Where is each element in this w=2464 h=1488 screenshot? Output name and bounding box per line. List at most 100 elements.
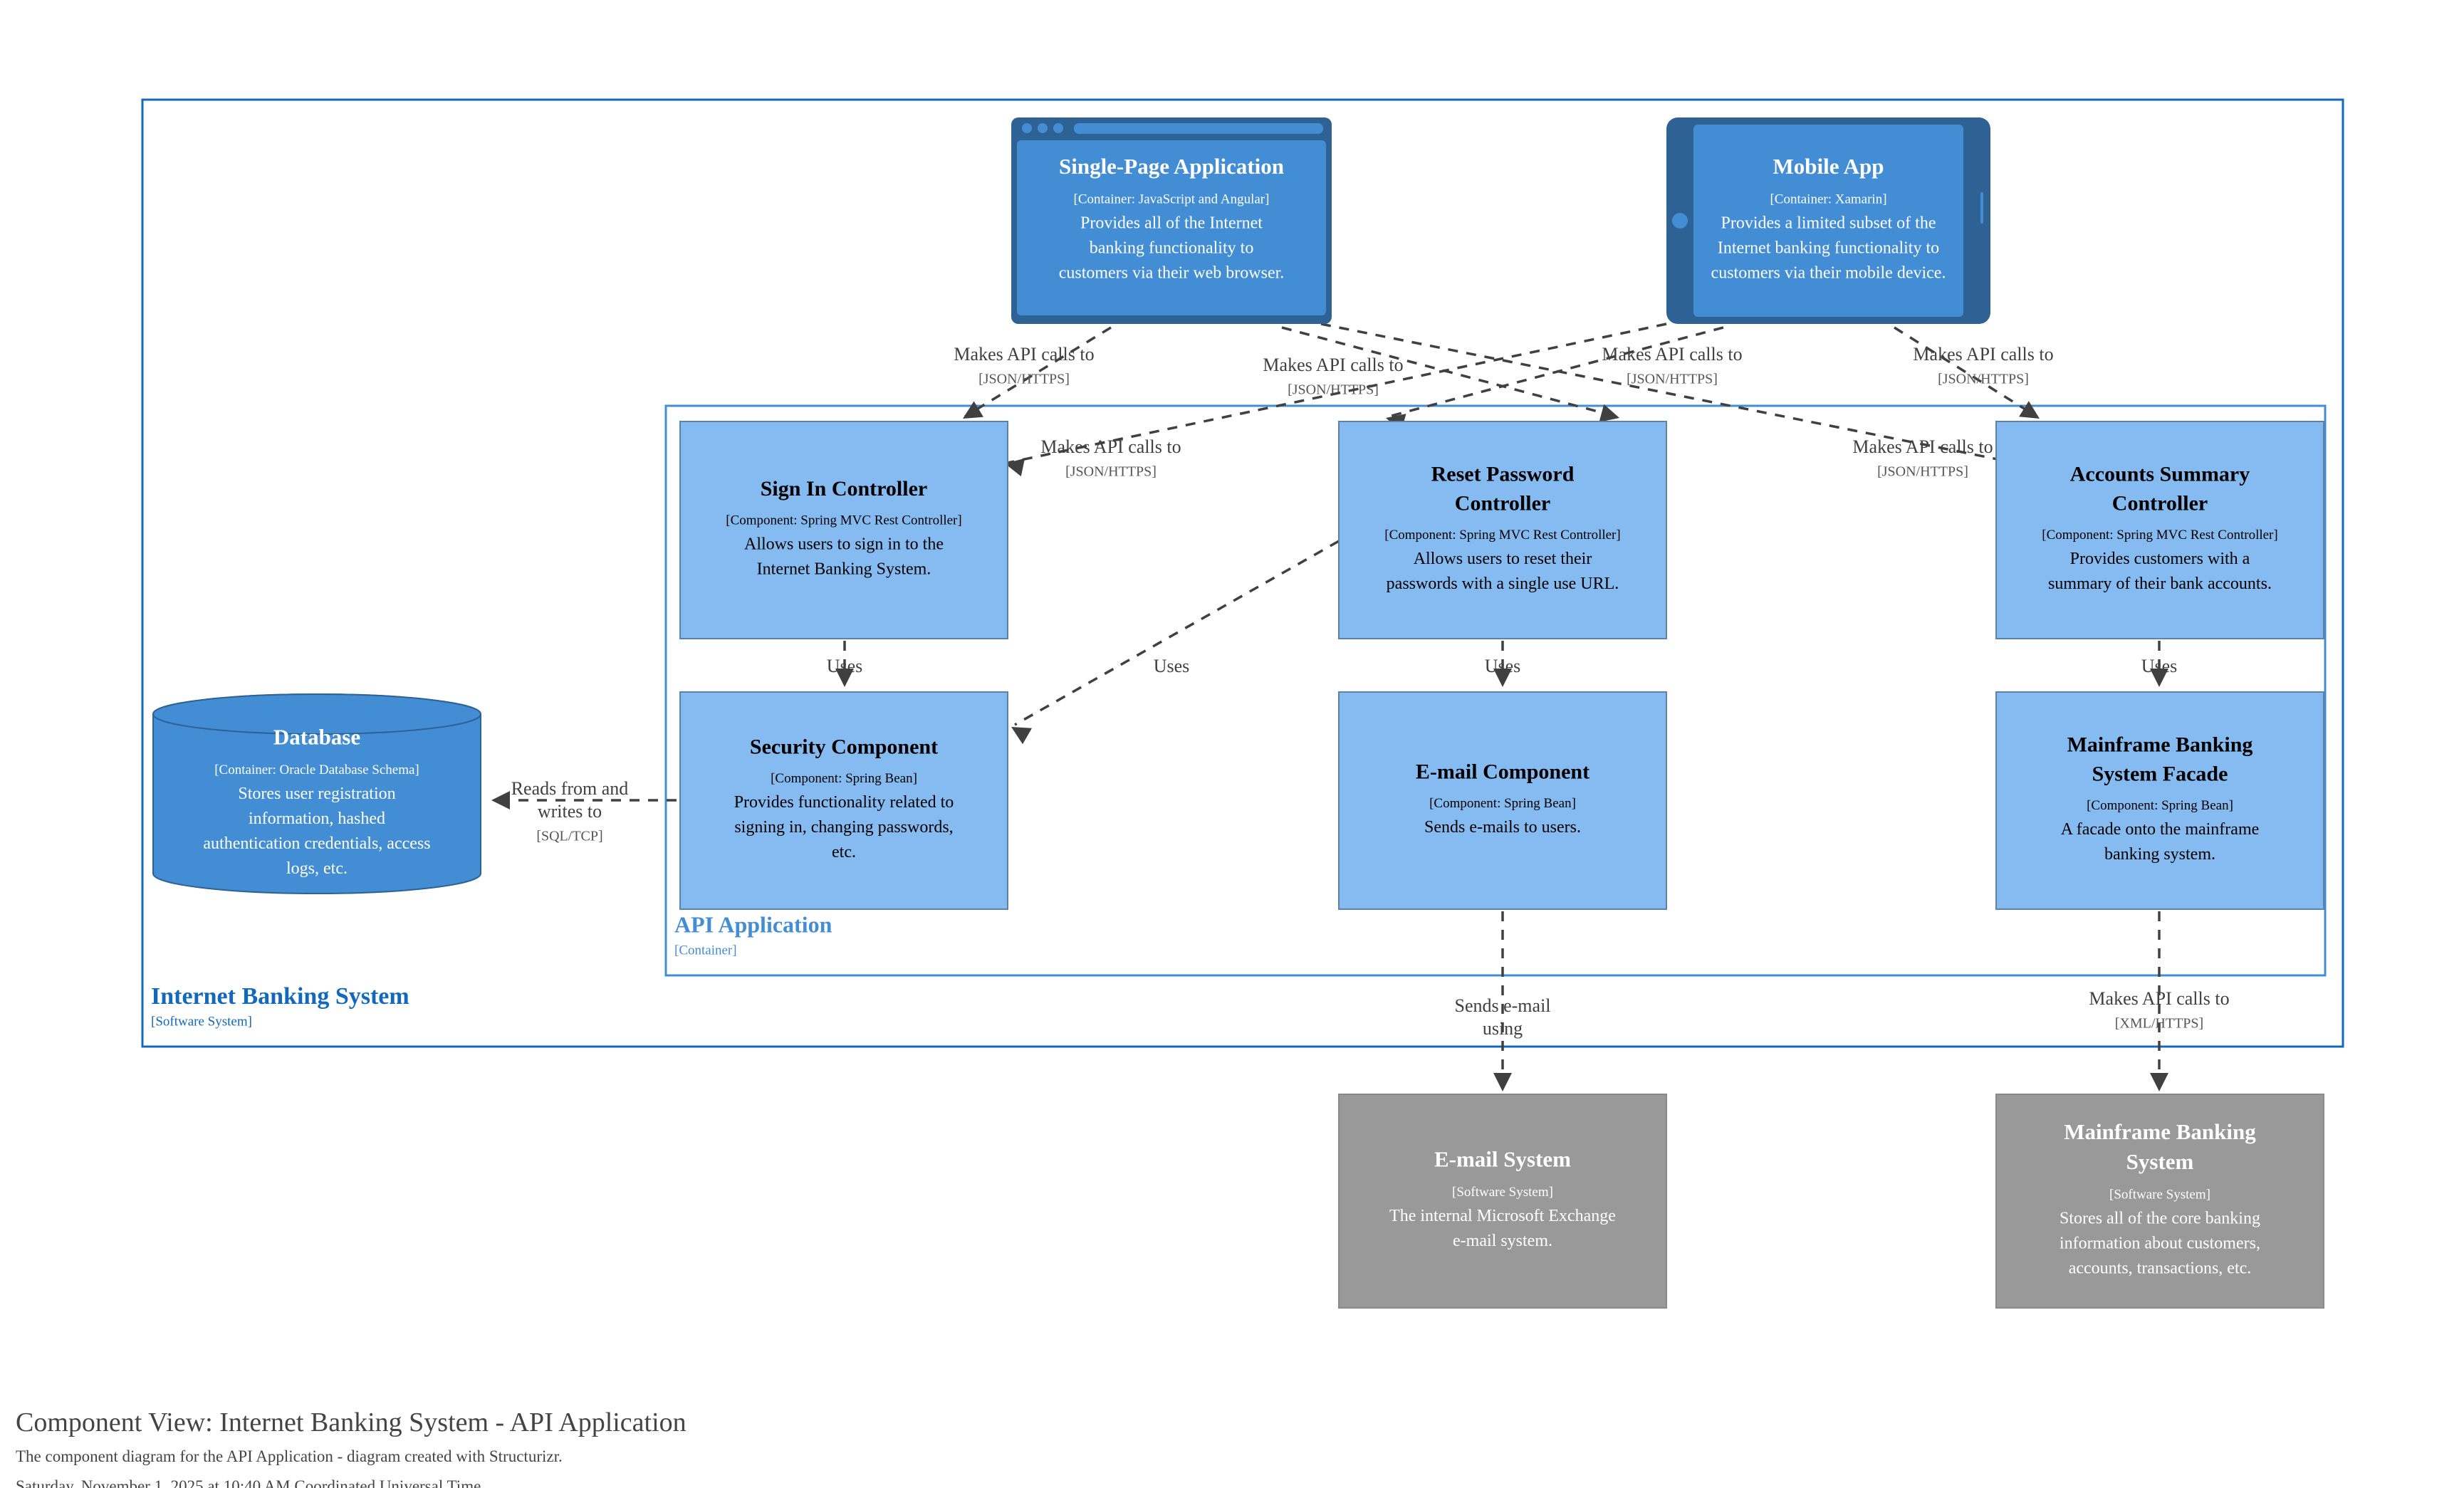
boundaries-layer: Internet Banking System[Software System]… bbox=[141, 98, 2344, 1048]
element-description: Allows users to reset their bbox=[1414, 550, 1592, 568]
element-name: Database bbox=[273, 725, 360, 750]
relationship-technology: [JSON/HTTPS] bbox=[1877, 464, 1968, 480]
relationship-label: Makes API calls to bbox=[1263, 355, 1403, 375]
element-description: Provides customers with a bbox=[2070, 550, 2250, 568]
relationship-signin-uses-security: Uses bbox=[827, 641, 862, 687]
element-e-mail-component[interactable]: E-mail Component[Component: Spring Bean]… bbox=[1338, 691, 1667, 910]
relationship-technology: [JSON/HTTPS] bbox=[978, 372, 1070, 387]
relationship-mobile-to-resetpassword: Makes API calls to[JSON/HTTPS] bbox=[1386, 326, 1743, 432]
arrow-head-icon bbox=[1493, 1073, 1512, 1091]
relationship-line bbox=[1388, 326, 1724, 418]
element-description: customers via their web browser. bbox=[1059, 264, 1285, 283]
element-name: Controller bbox=[2112, 491, 2208, 515]
element-database[interactable]: Database[Container: Oracle Database Sche… bbox=[152, 693, 481, 894]
device-home-button-icon[interactable] bbox=[1672, 213, 1688, 229]
relationship-technology: [JSON/HTTPS] bbox=[1065, 464, 1157, 480]
arrow-head-icon bbox=[1493, 669, 1512, 687]
element-description: summary of their bank accounts. bbox=[2048, 575, 2272, 593]
element-sign-in-controller[interactable]: Sign In Controller[Component: Spring MVC… bbox=[679, 421, 1008, 639]
relationship-label: Makes API calls to bbox=[1040, 436, 1181, 457]
relationship-label: Makes API calls to bbox=[954, 344, 1094, 365]
device-screen bbox=[1693, 125, 1963, 317]
element-description: passwords with a single use URL. bbox=[1387, 575, 1619, 593]
relationship-accounts-uses-facade: Uses bbox=[2141, 641, 2177, 687]
relationship-technology: [SQL/TCP] bbox=[536, 829, 602, 844]
arrow-head-icon bbox=[1005, 458, 1025, 477]
cylinder-top bbox=[152, 693, 481, 735]
element-name: Controller bbox=[1455, 491, 1550, 515]
diagram-title: Component View: Internet Banking System … bbox=[16, 1408, 687, 1437]
relationship-label: Uses bbox=[1154, 656, 1190, 676]
element-description: banking functionality to bbox=[1090, 239, 1254, 258]
element-description: Sends e-mails to users. bbox=[1424, 818, 1581, 837]
relationship-label: Makes API calls to bbox=[1852, 436, 1993, 457]
browser-dot-icon bbox=[1022, 123, 1032, 133]
element-technology: [Component: Spring Bean] bbox=[1429, 796, 1576, 811]
element-name: Security Component bbox=[750, 735, 938, 758]
element-description: accounts, transactions, etc. bbox=[2069, 1259, 2252, 1278]
arrow-head-icon bbox=[2019, 401, 2040, 419]
relationship-technology: [JSON/HTTPS] bbox=[1938, 372, 2029, 387]
relationship-label: Makes API calls to bbox=[1913, 344, 2053, 365]
element-description: Provides a limited subset of the bbox=[1721, 214, 1936, 233]
browser-dot-icon bbox=[1038, 123, 1048, 133]
relationship-line bbox=[1014, 540, 1340, 726]
relationship-label: writes to bbox=[538, 801, 602, 822]
element-name: Accounts Summary bbox=[2070, 462, 2250, 486]
relationship-resetpassword-uses-security: Uses bbox=[1011, 540, 1340, 745]
arrow-head-icon bbox=[835, 669, 854, 687]
element-box bbox=[1995, 691, 2324, 910]
boundary-api-application: API Application[Container] bbox=[664, 404, 2327, 977]
browser-viewport bbox=[1017, 140, 1326, 315]
element-box bbox=[1338, 421, 1667, 639]
arrow-head-icon bbox=[963, 401, 983, 419]
element-name: Reset Password bbox=[1431, 462, 1575, 486]
arrow-head-icon bbox=[491, 791, 510, 810]
relationship-label: Makes API calls to bbox=[1602, 344, 1742, 365]
element-description: authentication credentials, access bbox=[203, 834, 430, 853]
relationship-facade-calls-mainframe: Makes API calls to[XML/HTTPS] bbox=[2089, 911, 2230, 1091]
relationship-spa-to-signin: Makes API calls to [JSON/HTTPS] bbox=[954, 326, 1112, 419]
element-description: A facade onto the mainframe bbox=[2061, 820, 2260, 839]
elements-layer: Single-Page Application[Container: JavaS… bbox=[152, 117, 2324, 1309]
element-description: The internal Microsoft Exchange bbox=[1389, 1207, 1616, 1225]
boundary-outline bbox=[141, 98, 2344, 1048]
element-description: signing in, changing passwords, bbox=[734, 818, 953, 837]
relationship-label: using bbox=[1483, 1018, 1523, 1039]
boundary-label: Internet Banking System bbox=[151, 983, 409, 1010]
element-single-page-application[interactable]: Single-Page Application[Container: JavaS… bbox=[1011, 117, 1332, 324]
element-description: information, hashed bbox=[249, 810, 385, 828]
element-name: Mainframe Banking bbox=[2064, 1119, 2256, 1144]
element-technology: [Container: JavaScript and Angular] bbox=[1074, 192, 1270, 206]
element-technology: [Component: Spring Bean] bbox=[771, 771, 917, 786]
element-box bbox=[1338, 691, 1667, 910]
element-description: Provides all of the Internet bbox=[1080, 214, 1263, 233]
arrow-head-icon bbox=[1011, 727, 1033, 745]
relationship-label: Sends e-mail bbox=[1454, 995, 1550, 1016]
element-e-mail-system[interactable]: E-mail System[Software System]The intern… bbox=[1338, 1094, 1667, 1309]
footer-layer: Component View: Internet Banking System … bbox=[16, 1408, 687, 1488]
element-security-component[interactable]: Security Component [Component: Spring Bea… bbox=[679, 691, 1008, 910]
relationship-line bbox=[1007, 323, 1667, 464]
boundary-internet-banking-system: Internet Banking System[Software System] bbox=[141, 98, 2344, 1048]
relationship-label: Reads from and bbox=[511, 778, 629, 799]
element-technology: [Component: Spring MVC Rest Controller] bbox=[726, 513, 961, 528]
element-description: information about customers, bbox=[2060, 1235, 2260, 1253]
element-box bbox=[679, 421, 1008, 639]
boundary-outline bbox=[664, 404, 2327, 977]
boundary-label: API Application bbox=[674, 911, 832, 937]
element-description: logs, etc. bbox=[286, 859, 348, 878]
element-description: Internet banking functionality to bbox=[1718, 239, 1939, 258]
browser-address-bar[interactable] bbox=[1074, 123, 1323, 134]
element-mobile-app[interactable]: Mobile App[Container: Xamarin]Provides a… bbox=[1666, 117, 1990, 324]
arrow-head-icon bbox=[2150, 1073, 2168, 1091]
element-description: Provides functionality related to bbox=[734, 793, 954, 812]
element-box bbox=[1338, 1094, 1667, 1309]
